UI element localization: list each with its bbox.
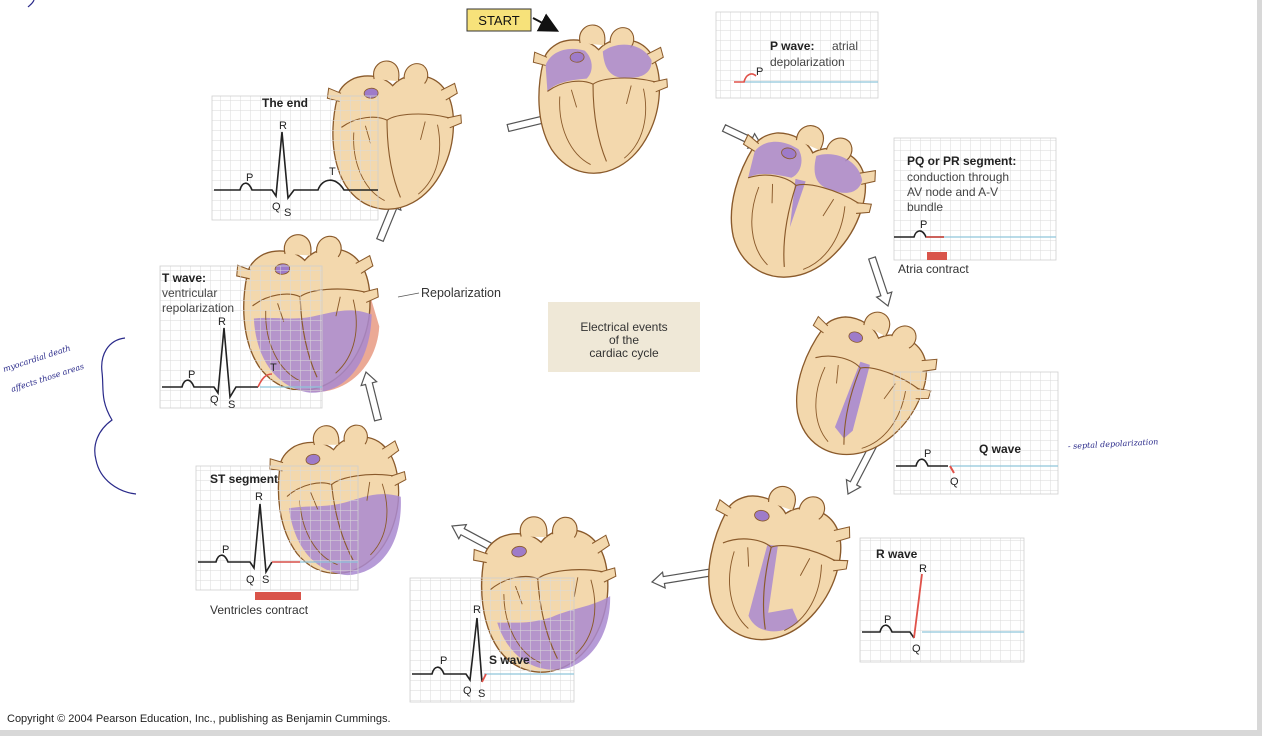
q-marker-q: Q	[950, 476, 959, 488]
handwritten-septal-note: - septal depolarization	[1068, 437, 1159, 451]
bottom-scroll-edge	[0, 730, 1262, 736]
end-marker-q: Q	[272, 201, 281, 213]
arrow-q-to-r	[845, 437, 880, 495]
st-marker-s: S	[262, 574, 269, 586]
p-wave-marker: P	[756, 66, 763, 78]
pq-marker-p: P	[920, 219, 927, 231]
start-arrow	[532, 13, 560, 32]
q-wave-title: Q wave	[979, 442, 1021, 456]
r-wave-title: R wave	[876, 547, 918, 561]
ecg-trace-t-wave	[257, 373, 273, 388]
r-marker-r: R	[919, 563, 927, 575]
st-title: ST segment	[210, 472, 278, 486]
p-wave-desc-2: depolarization	[770, 55, 845, 69]
ecg-trace-q	[896, 458, 948, 467]
s-marker-s: S	[478, 688, 485, 700]
s-marker-p: P	[440, 655, 447, 667]
r-marker-q: Q	[912, 643, 921, 655]
center-caption-line1: Electrical events	[580, 320, 667, 334]
p-wave-desc-1: atrial	[832, 39, 858, 53]
ecg-trace-p	[734, 73, 757, 83]
handwritten-annotations	[27, 0, 137, 495]
t-marker-t: T	[270, 362, 277, 374]
ecg-trace-r	[862, 624, 915, 639]
ecg-trace-pq	[894, 230, 944, 238]
ventricles-contract-label: Ventricles contract	[210, 603, 309, 617]
t-marker-s: S	[228, 399, 235, 411]
q-marker-p: P	[924, 448, 931, 460]
s-marker-r: R	[473, 604, 481, 616]
panel-q-wave: P Q Q wave	[893, 371, 1059, 495]
end-title: The end	[262, 96, 308, 110]
margin-bracket	[94, 337, 137, 495]
top-left-ink-mark	[27, 0, 35, 8]
start-box: START	[466, 8, 560, 32]
end-marker-r: R	[279, 120, 287, 132]
r-marker-p: P	[884, 614, 891, 626]
center-caption-line3: cardiac cycle	[589, 346, 659, 360]
ecg-trace-end	[214, 131, 378, 201]
pq-desc-1: conduction through	[907, 170, 1009, 184]
end-marker-s: S	[284, 207, 291, 219]
st-marker-q: Q	[246, 574, 255, 586]
ecg-trace-st	[198, 503, 273, 575]
st-marker-r: R	[255, 491, 263, 503]
right-scroll-edge	[1257, 0, 1262, 736]
panel-p-wave: P P wave: atrial depolarization	[715, 11, 879, 99]
pq-desc-2: AV node and A-V	[907, 185, 998, 199]
ecg-trace-r-spike	[913, 573, 923, 639]
t-marker-r: R	[218, 316, 226, 328]
pq-title: PQ or PR segment:	[907, 154, 1016, 168]
ecg-trace-s	[412, 617, 483, 683]
ecg-trace-t	[162, 327, 258, 400]
contraction-bar	[255, 592, 301, 600]
repolarization-leader	[397, 292, 420, 298]
copyright-text: Copyright © 2004 Pearson Education, Inc.…	[7, 713, 391, 725]
t-wave-desc-2: repolarization	[162, 301, 234, 315]
arrow-st-to-t	[360, 370, 383, 422]
start-label: START	[478, 13, 519, 28]
center-caption-line2: of the	[609, 333, 639, 347]
t-marker-q: Q	[210, 394, 219, 406]
end-marker-t: T	[329, 166, 336, 178]
st-marker-p: P	[222, 544, 229, 556]
t-wave-title: T wave:	[162, 271, 206, 285]
end-marker-p: P	[246, 172, 253, 184]
s-marker-q: Q	[463, 685, 472, 697]
ecg-trace-s-dip	[481, 673, 487, 683]
s-wave-title: S wave	[489, 653, 530, 667]
t-marker-p: P	[188, 369, 195, 381]
heart-r-wave	[708, 485, 851, 641]
contraction-bar	[927, 252, 947, 260]
p-wave-title: P wave:	[770, 39, 814, 53]
ecg-trace-q-dip	[949, 465, 955, 474]
atria-contract-label: Atria contract	[898, 262, 969, 276]
heart-start	[532, 24, 668, 174]
panel-r-wave: R P Q R wave	[859, 537, 1025, 663]
t-wave-desc-1: ventricular	[162, 286, 217, 300]
heart-pq-segment	[730, 125, 876, 278]
repolarization-label: Repolarization	[421, 286, 501, 300]
pq-desc-3: bundle	[907, 200, 943, 214]
arrow-pq-to-q	[867, 256, 893, 308]
center-caption-box: Electrical events of the cardiac cycle	[548, 302, 700, 372]
